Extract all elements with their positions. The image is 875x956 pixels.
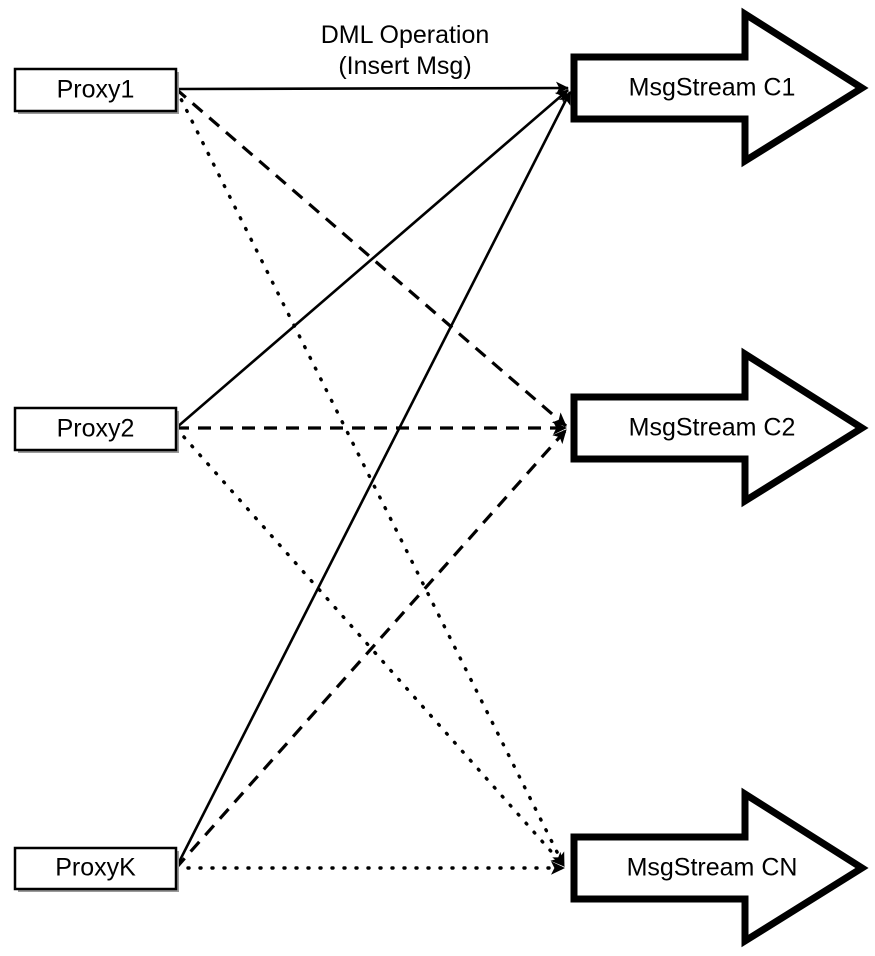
stream-cn-arrow-shape[interactable] bbox=[570, 787, 869, 948]
link-proxy1-stream-c1[interactable] bbox=[175, 81, 569, 95]
dml-operation-line2: (Insert Msg) bbox=[338, 52, 471, 80]
proxy2-label: Proxy2 bbox=[57, 415, 135, 443]
proxy1-box[interactable] bbox=[13, 67, 178, 113]
proxy2-box[interactable] bbox=[13, 406, 178, 452]
stream-cn-label: MsgStream CN bbox=[627, 854, 798, 882]
stream-c1-arrow-shape[interactable] bbox=[570, 7, 869, 168]
stream-c1-label: MsgStream C1 bbox=[629, 74, 796, 102]
proxy1-label: Proxy1 bbox=[57, 76, 135, 104]
proxy-node-proxy2[interactable]: Proxy2 bbox=[13, 406, 179, 453]
link-proxyk-stream-c2[interactable] bbox=[174, 428, 568, 870]
stream-node-c2[interactable]: MsgStream C2 bbox=[570, 347, 869, 508]
link-group bbox=[174, 81, 572, 875]
stream-c2-label: MsgStream C2 bbox=[629, 414, 796, 442]
stream-node-cn[interactable]: MsgStream CN bbox=[570, 787, 869, 948]
link-proxy1-stream-c2[interactable] bbox=[174, 87, 568, 428]
proxy-node-proxyk[interactable]: ProxyK bbox=[13, 846, 179, 892]
dml-operation-line1: DML Operation bbox=[321, 21, 490, 49]
proxyk-box[interactable] bbox=[13, 846, 178, 891]
link-proxyk-stream-c1[interactable] bbox=[174, 91, 572, 869]
link-proxy1-stream-cn[interactable] bbox=[174, 87, 566, 868]
link-proxy2-stream-c1[interactable] bbox=[175, 89, 569, 429]
stream-c2-arrow-shape[interactable] bbox=[570, 347, 869, 508]
proxy-node-proxy1[interactable]: Proxy1 bbox=[13, 67, 179, 114]
stream-node-c1[interactable]: MsgStream C1 bbox=[570, 7, 869, 168]
link-proxy2-stream-cn[interactable] bbox=[174, 426, 566, 868]
dml-operation-annotation: DML Operation (Insert Msg) bbox=[321, 21, 490, 80]
proxyk-label: ProxyK bbox=[55, 854, 136, 882]
